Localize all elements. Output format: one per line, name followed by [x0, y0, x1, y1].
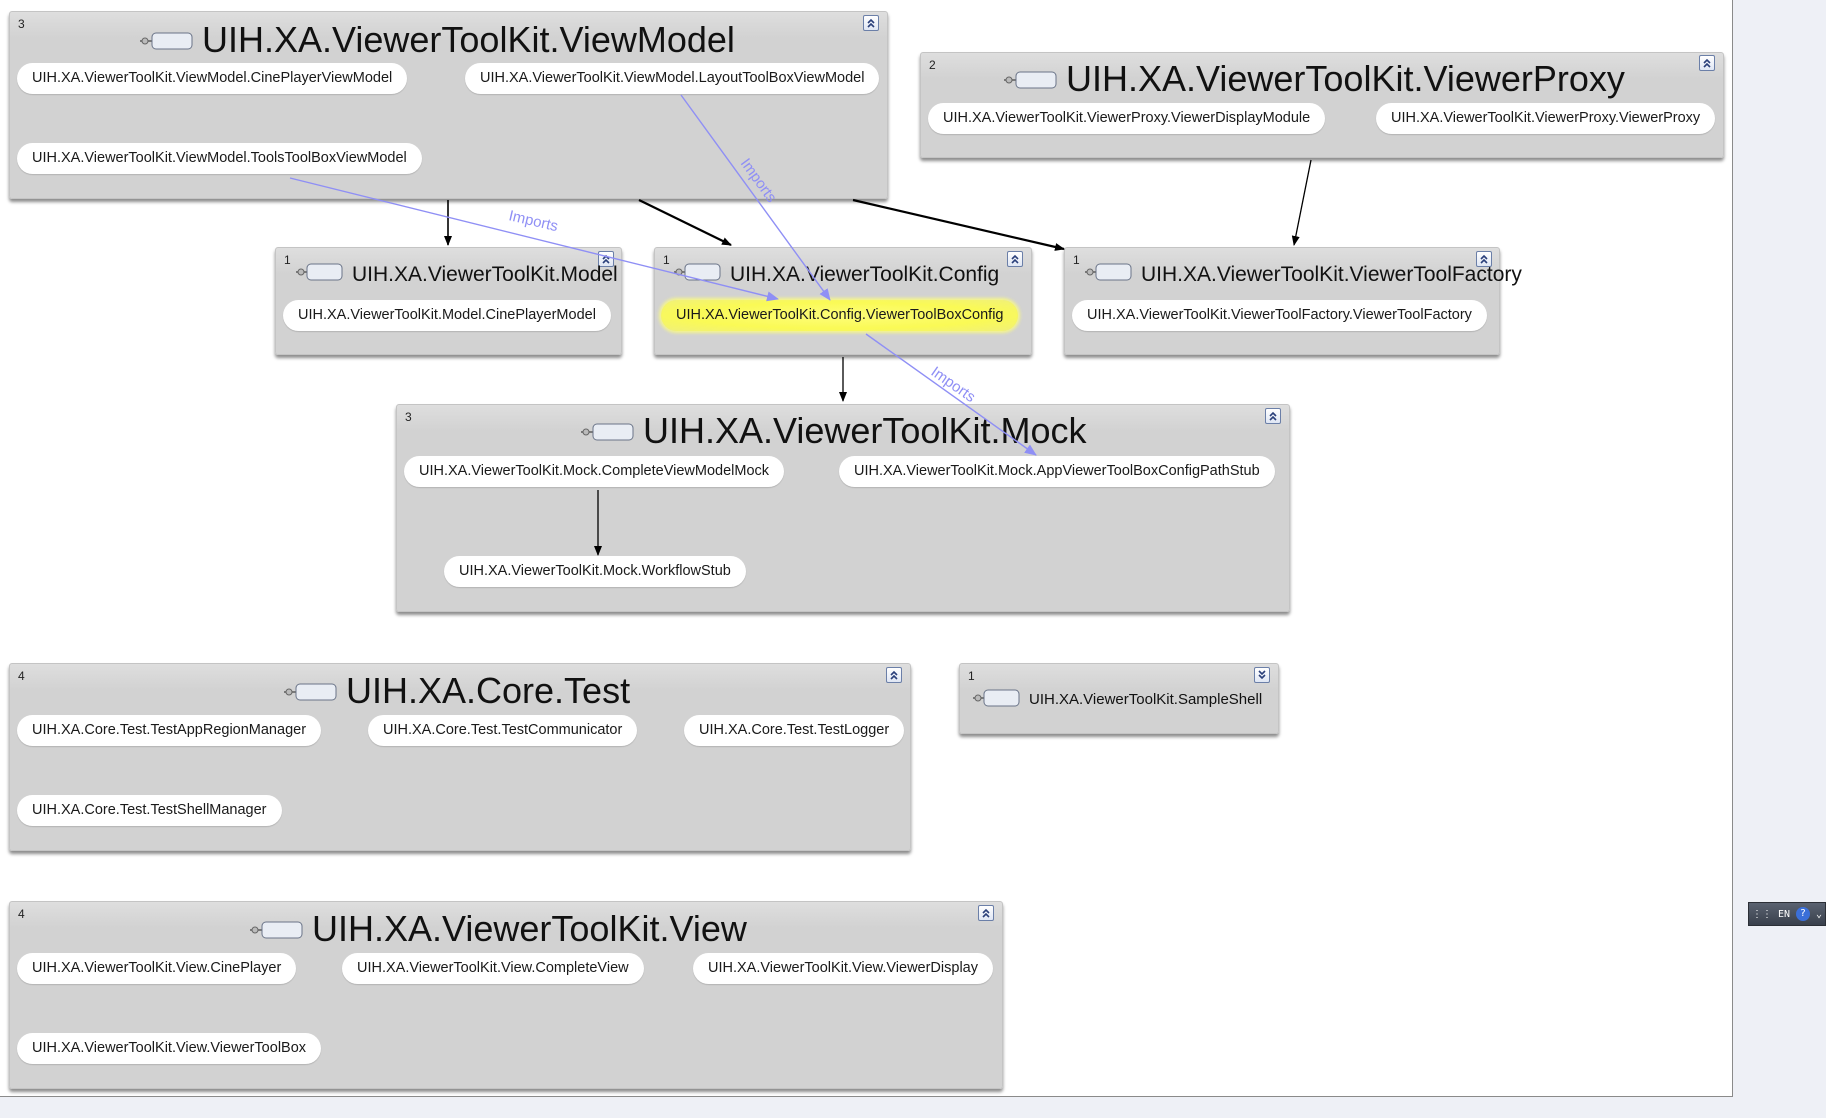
- group-title: UIH.XA.Core.Test: [284, 673, 630, 709]
- assembly-icon: [140, 22, 194, 58]
- imports-label: Imports: [507, 207, 560, 235]
- group-count: 4: [18, 669, 25, 683]
- assembly-icon: [581, 413, 635, 449]
- class-node[interactable]: UIH.XA.ViewerToolKit.View.ViewerDisplay: [693, 953, 993, 984]
- class-node[interactable]: UIH.XA.ViewerToolKit.ViewModel.CinePlaye…: [17, 63, 408, 94]
- collapse-button[interactable]: [1699, 55, 1715, 71]
- class-node[interactable]: UIH.XA.ViewerToolKit.View.ViewerToolBox: [17, 1033, 322, 1064]
- assembly-icon: [284, 673, 338, 709]
- class-node[interactable]: UIH.XA.Core.Test.TestCommunicator: [368, 715, 638, 746]
- assembly-icon: [1004, 61, 1058, 97]
- group-factory[interactable]: 1 UIH.XA.ViewerToolKit.ViewerToolFactory…: [1064, 247, 1522, 355]
- collapse-button[interactable]: [978, 905, 994, 921]
- group-title-text: UIH.XA.ViewerToolKit.Mock: [643, 410, 1087, 451]
- group-viewerproxy[interactable]: 2 UIH.XA.ViewerToolKit.ViewerProxy UIH.X…: [920, 52, 1724, 158]
- assembly-icon: [250, 911, 304, 947]
- group-view[interactable]: 4 UIH.XA.ViewerToolKit.View UIH.XA.Viewe…: [9, 901, 1003, 1089]
- chevron-up-icon: [1703, 58, 1711, 68]
- group-count: 1: [1073, 253, 1080, 267]
- group-config[interactable]: 1 UIH.XA.ViewerToolKit.Config UIH.XA.Vie…: [654, 247, 1032, 355]
- group-count: 1: [284, 253, 291, 267]
- assembly-icon: [296, 262, 344, 286]
- dependency-edge: [852, 198, 1065, 251]
- dependency-edge: [1291, 159, 1312, 246]
- language-bar[interactable]: ⋮⋮ EN ? ⌄: [1748, 902, 1826, 926]
- group-count: 3: [405, 410, 412, 424]
- group-count: 3: [18, 17, 25, 31]
- group-count: 1: [968, 669, 975, 683]
- collapse-button[interactable]: [863, 15, 879, 31]
- collapse-button[interactable]: [1007, 251, 1023, 267]
- group-title: UIH.XA.ViewerToolKit.ViewerProxy: [1004, 61, 1625, 97]
- group-title-text: UIH.XA.ViewerToolKit.Model: [352, 262, 618, 286]
- chevron-up-icon: [890, 670, 898, 680]
- group-title-text: UIH.XA.ViewerToolKit.View: [312, 908, 747, 949]
- class-node[interactable]: UIH.XA.Core.Test.TestAppRegionManager: [17, 715, 322, 746]
- chevron-down-icon: [1258, 670, 1266, 680]
- group-title: UIH.XA.ViewerToolKit.ViewModel: [140, 22, 735, 58]
- class-node-selected[interactable]: UIH.XA.ViewerToolKit.Config.ViewerToolBo…: [661, 300, 1019, 331]
- class-node[interactable]: UIH.XA.ViewerToolKit.View.CinePlayer: [17, 953, 297, 984]
- group-coretest[interactable]: 4 UIH.XA.Core.Test UIH.XA.Core.Test.Test…: [9, 663, 911, 851]
- assembly-icon: [1085, 262, 1133, 286]
- chevron-up-icon: [1269, 411, 1277, 421]
- diagram-canvas[interactable]: 3 UIH.XA.ViewerToolKit.ViewModel UIH.XA.…: [0, 0, 1733, 1097]
- chevron-up-icon: [867, 18, 875, 28]
- group-title-text: UIH.XA.ViewerToolKit.SampleShell: [1029, 691, 1263, 708]
- class-node[interactable]: UIH.XA.ViewerToolKit.ViewerProxy.ViewerP…: [1376, 103, 1716, 134]
- chevron-up-icon: [1480, 254, 1488, 264]
- class-node[interactable]: UIH.XA.ViewerToolKit.Mock.CompleteViewMo…: [404, 456, 785, 487]
- group-viewmodel[interactable]: 3 UIH.XA.ViewerToolKit.ViewModel UIH.XA.…: [9, 11, 888, 199]
- collapse-button[interactable]: [1476, 251, 1492, 267]
- language-indicator[interactable]: EN: [1777, 908, 1790, 920]
- group-count: 1: [663, 253, 670, 267]
- class-node[interactable]: UIH.XA.ViewerToolKit.ViewerProxy.ViewerD…: [928, 103, 1326, 134]
- group-title-text: UIH.XA.ViewerToolKit.ViewModel: [202, 19, 735, 60]
- class-node[interactable]: UIH.XA.ViewerToolKit.Mock.AppViewerToolB…: [839, 456, 1275, 487]
- imports-label: Imports: [928, 363, 979, 406]
- group-title: UIH.XA.ViewerToolKit.View: [250, 911, 747, 947]
- class-node[interactable]: UIH.XA.ViewerToolKit.Model.CinePlayerMod…: [283, 300, 611, 331]
- dependency-edge: [638, 199, 732, 246]
- group-title-text: UIH.XA.ViewerToolKit.ViewerToolFactory: [1141, 262, 1522, 286]
- class-node[interactable]: UIH.XA.Core.Test.TestLogger: [684, 715, 905, 746]
- group-count: 4: [18, 907, 25, 921]
- group-sampleshell[interactable]: 1 UIH.XA.ViewerToolKit.SampleShell: [959, 663, 1279, 734]
- chevron-up-icon: [982, 908, 990, 918]
- group-title: UIH.XA.ViewerToolKit.Config: [674, 262, 999, 286]
- group-title: UIH.XA.ViewerToolKit.ViewerToolFactory: [1085, 262, 1522, 286]
- collapse-button[interactable]: [1265, 408, 1281, 424]
- grip-icon: ⋮⋮: [1751, 908, 1772, 920]
- group-title: UIH.XA.ViewerToolKit.Mock: [581, 413, 1086, 449]
- assembly-icon: [973, 688, 1021, 711]
- chevron-up-icon: [1011, 254, 1019, 264]
- class-node[interactable]: UIH.XA.ViewerToolKit.ViewModel.LayoutToo…: [465, 63, 880, 94]
- group-title: UIH.XA.ViewerToolKit.SampleShell: [973, 688, 1262, 711]
- options-icon[interactable]: ⌄: [1815, 908, 1822, 920]
- class-node[interactable]: UIH.XA.Core.Test.TestShellManager: [17, 795, 282, 826]
- group-mock[interactable]: 3 UIH.XA.ViewerToolKit.Mock UIH.XA.Viewe…: [396, 404, 1290, 612]
- class-node[interactable]: UIH.XA.ViewerToolKit.View.CompleteView: [342, 953, 644, 984]
- group-title-text: UIH.XA.ViewerToolKit.ViewerProxy: [1066, 58, 1625, 99]
- group-title: UIH.XA.ViewerToolKit.Model: [296, 262, 618, 286]
- class-node[interactable]: UIH.XA.ViewerToolKit.ViewerToolFactory.V…: [1072, 300, 1487, 331]
- collapse-button[interactable]: [886, 667, 902, 683]
- group-title-text: UIH.XA.ViewerToolKit.Config: [730, 262, 1000, 286]
- group-model[interactable]: 1 UIH.XA.ViewerToolKit.Model UIH.XA.View…: [275, 247, 622, 355]
- expand-button[interactable]: [1254, 667, 1270, 683]
- assembly-icon: [674, 262, 722, 286]
- group-count: 2: [929, 58, 936, 72]
- class-node[interactable]: UIH.XA.ViewerToolKit.ViewModel.ToolsTool…: [17, 143, 422, 174]
- group-title-text: UIH.XA.Core.Test: [346, 670, 631, 711]
- class-node[interactable]: UIH.XA.ViewerToolKit.Mock.WorkflowStub: [444, 556, 746, 587]
- help-icon[interactable]: ?: [1795, 907, 1810, 921]
